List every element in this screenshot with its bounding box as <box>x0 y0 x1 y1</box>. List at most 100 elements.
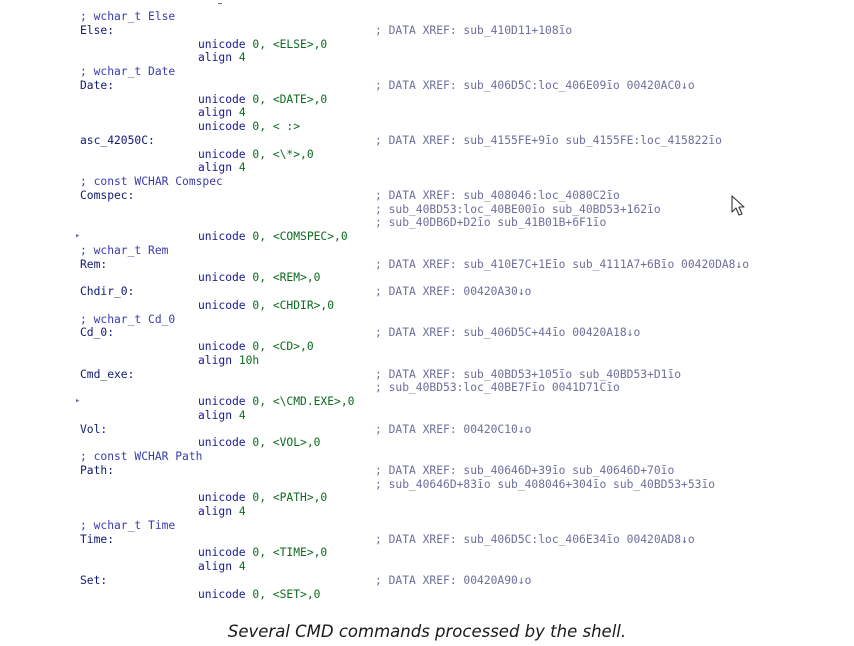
instruction[interactable]: align 4 <box>198 161 246 175</box>
disasm-line[interactable]: Vol: ; DATA XREF: 00420C10↓o <box>0 423 854 437</box>
disasm-line[interactable]: asc_42050C: ; DATA XREF: sub_4155FE+9īo s… <box>0 134 854 148</box>
instruction[interactable]: unicode 0, <COMSPEC>,0 <box>198 230 348 243</box>
disasm-line[interactable]: ; wchar_t Time <box>0 519 854 533</box>
xref-comment[interactable]: ; DATA XREF: 00420C10↓o <box>375 422 532 436</box>
disasm-line[interactable]: Else: ; DATA XREF: sub_410D11+108īo <box>0 24 854 38</box>
instruction[interactable]: unicode 0, < :> <box>198 120 301 133</box>
disasm-line[interactable]: Cd_0: ; DATA XREF: sub_406D5C+44īo 00420A… <box>0 326 854 340</box>
address-label[interactable]: Cd_0: <box>80 326 115 340</box>
disasm-line[interactable]: ; const WCHAR Path <box>0 450 854 464</box>
instruction[interactable]: unicode 0, <ELSE>,0 <box>198 37 328 51</box>
address-label[interactable]: Set: <box>80 573 108 587</box>
instruction[interactable]: unicode 0, <PATH>,0 <box>198 491 328 505</box>
disasm-line[interactable]: unicode 0, <PATH>,0 <box>0 491 854 505</box>
instruction[interactable]: unicode 0, <CHDIR>,0 <box>198 298 335 312</box>
address-label[interactable]: Cmd_exe: <box>80 367 135 381</box>
mouse-cursor-icon <box>731 195 745 216</box>
address-label[interactable]: Comspec: <box>80 188 135 202</box>
instruction[interactable]: align 4 <box>198 51 246 65</box>
disasm-line[interactable]: align 4 <box>0 505 854 519</box>
xref-comment[interactable]: ; DATA XREF: sub_406D5C:loc_406E34īo 004… <box>375 532 695 546</box>
disasm-line[interactable]: ; wchar_t Cd_0 <box>0 313 854 327</box>
disasm-line[interactable]: Chdir_0: ; DATA XREF: 00420A30↓o <box>0 285 854 299</box>
address-label[interactable]: Vol: <box>80 422 108 436</box>
xref-comment[interactable]: ; DATA XREF: 00420A30↓o <box>375 285 532 298</box>
xref-comment[interactable]: ; DATA XREF: 00420A90↓o <box>375 573 532 587</box>
collapse-arrow-icon: ▸ <box>75 231 81 241</box>
instruction[interactable]: unicode 0, <\CMD.EXE>,0 <box>198 395 355 408</box>
disasm-line[interactable]: unicode 0, <TIME>,0 <box>0 546 854 560</box>
disasm-line[interactable]: Date: ; DATA XREF: sub_406D5C:loc_406E09ī… <box>0 79 854 93</box>
instruction[interactable]: align 4 <box>198 408 246 422</box>
address-label[interactable]: Date: <box>80 78 115 92</box>
instruction[interactable]: unicode 0, <CD>,0 <box>198 340 314 353</box>
disasm-line[interactable]: Cmd_exe: ; DATA XREF: sub_40BD53+105īo su… <box>0 368 854 382</box>
xref-comment[interactable]: ; DATA XREF: sub_408046:loc_4080C2īo <box>375 188 620 202</box>
disasm-line[interactable]: ; wchar_t Date <box>0 65 854 79</box>
operand: 0, <DATE>,0 <box>252 92 328 106</box>
disasm-line[interactable]: ▸unicode 0, <\CMD.EXE>,0 <box>0 395 854 409</box>
xref-comment[interactable]: ; sub_40BD53:loc_40BE7Fīo 0041D71Cīo <box>375 381 620 395</box>
instruction[interactable]: unicode 0, <DATE>,0 <box>198 92 328 106</box>
xref-comment[interactable]: ; sub_40646D+83īo sub_408046+304īo sub_4… <box>375 477 716 491</box>
disasm-line[interactable]: Comspec: ; DATA XREF: sub_408046:loc_4080… <box>0 189 854 203</box>
address-label[interactable]: Path: <box>80 463 115 477</box>
xref-comment[interactable]: ; DATA XREF: sub_4155FE+9īo sub_4155FE:l… <box>375 133 722 147</box>
disasm-line[interactable]: align 4 <box>0 161 854 175</box>
disasm-line[interactable]: Path: ; DATA XREF: sub_40646D+39īo sub_40… <box>0 464 854 478</box>
disasm-line[interactable]: ; const WCHAR Comspec <box>0 175 854 189</box>
disasm-line[interactable]: ; wchar_t Else <box>0 10 854 24</box>
disasm-line[interactable]: ; sub_40646D+83īo sub_408046+304īo sub_4… <box>0 478 854 492</box>
instruction[interactable]: unicode 0, <\*>,0 <box>198 147 314 161</box>
disasm-line[interactable]: Time: ; DATA XREF: sub_406D5C:loc_406E34ī… <box>0 533 854 547</box>
instruction[interactable]: align 4 <box>198 106 246 120</box>
disasm-line[interactable]: align 4 <box>0 51 854 65</box>
disasm-line[interactable]: ; sub_40BD53:loc_40BE7Fīo 0041D71Cīo <box>0 381 854 395</box>
disasm-line[interactable]: ; sub_40BD53:loc_40BE00īo sub_40BD53+162… <box>0 203 854 217</box>
operand: 0, <ELSE>,0 <box>252 37 328 51</box>
disasm-line[interactable]: unicode 0, <DATE>,0 <box>0 93 854 107</box>
address-label[interactable]: asc_42050C: <box>80 133 155 147</box>
instruction[interactable]: align 10h <box>198 353 260 367</box>
disasm-line[interactable]: unicode 0, <ELSE>,0 <box>0 38 854 52</box>
disasm-line[interactable]: align 4 <box>0 106 854 120</box>
address-label[interactable]: Time: <box>80 532 115 546</box>
address-label[interactable]: Rem: <box>80 257 108 271</box>
disasm-line[interactable]: Set: ; DATA XREF: 00420A90↓o <box>0 574 854 588</box>
disasm-line[interactable]: align 4 <box>0 409 854 423</box>
xref-comment[interactable]: ; DATA XREF: sub_406D5C+44īo 00420A18↓o <box>375 326 641 340</box>
disasm-line[interactable]: align 10h <box>0 354 854 368</box>
instruction[interactable]: unicode 0, <TIME>,0 <box>198 546 328 560</box>
disasm-line[interactable]: unicode 0, <CHDIR>,0 <box>0 299 854 313</box>
type-comment: ; const WCHAR Comspec <box>80 175 223 188</box>
operand: 0, <PATH>,0 <box>252 491 328 505</box>
xref-comment[interactable]: ; DATA XREF: sub_410D11+108īo <box>375 23 573 37</box>
xref-comment[interactable]: ; DATA XREF: sub_40646D+39īo sub_40646D+… <box>375 463 675 477</box>
disasm-line[interactable]: unicode 0, <REM>,0 <box>0 271 854 285</box>
address-label[interactable]: Chdir_0: <box>80 285 135 298</box>
xref-comment[interactable]: ; sub_40BD53:loc_40BE00īo sub_40BD53+162… <box>375 202 661 216</box>
disasm-line[interactable]: unicode 0, <SET>,0 <box>0 588 854 602</box>
xref-comment[interactable]: ; DATA XREF: sub_40BD53+105īo sub_40BD53… <box>375 367 682 381</box>
disasm-line[interactable]: ▸ unicode 0, <COMSPEC>,0 <box>0 230 854 244</box>
instruction[interactable]: unicode 0, <SET>,0 <box>198 587 321 601</box>
xref-comment[interactable]: ; DATA XREF: sub_406D5C:loc_406E09īo 004… <box>375 78 695 92</box>
disasm-line[interactable]: ; wchar_t Rem <box>0 244 854 258</box>
instruction[interactable]: unicode 0, <REM>,0 <box>198 271 321 285</box>
disasm-line[interactable]: Rem: ; DATA XREF: sub_410E7C+1Eīo sub_411… <box>0 258 854 272</box>
operand: 0, <SET>,0 <box>252 587 321 601</box>
xref-comment[interactable]: ; DATA XREF: sub_410E7C+1Eīo sub_4111A7+… <box>375 257 750 271</box>
instruction[interactable]: unicode 0, <VOL>,0 <box>198 436 321 450</box>
operand: 0, <CHDIR>,0 <box>252 298 335 312</box>
disasm-line[interactable]: unicode 0, <CD>,0 <box>0 340 854 354</box>
disasm-line[interactable]: unicode 0, <VOL>,0 <box>0 436 854 450</box>
instruction[interactable]: align 4 <box>198 505 246 518</box>
xref-comment[interactable]: ; sub_40DB6D+D2īo sub_41B01B+6F1īo <box>375 216 607 230</box>
disasm-line[interactable]: ; sub_40DB6D+D2īo sub_41B01B+6F1īo <box>0 216 854 230</box>
address-label[interactable]: Else: <box>80 23 115 37</box>
disasm-line[interactable]: unicode 0, < :> <box>0 120 854 134</box>
disasm-line[interactable]: unicode 0, <\*>,0 <box>0 148 854 162</box>
instruction[interactable]: align 4 <box>198 560 246 573</box>
disasm-line[interactable]: align 4 <box>0 560 854 574</box>
